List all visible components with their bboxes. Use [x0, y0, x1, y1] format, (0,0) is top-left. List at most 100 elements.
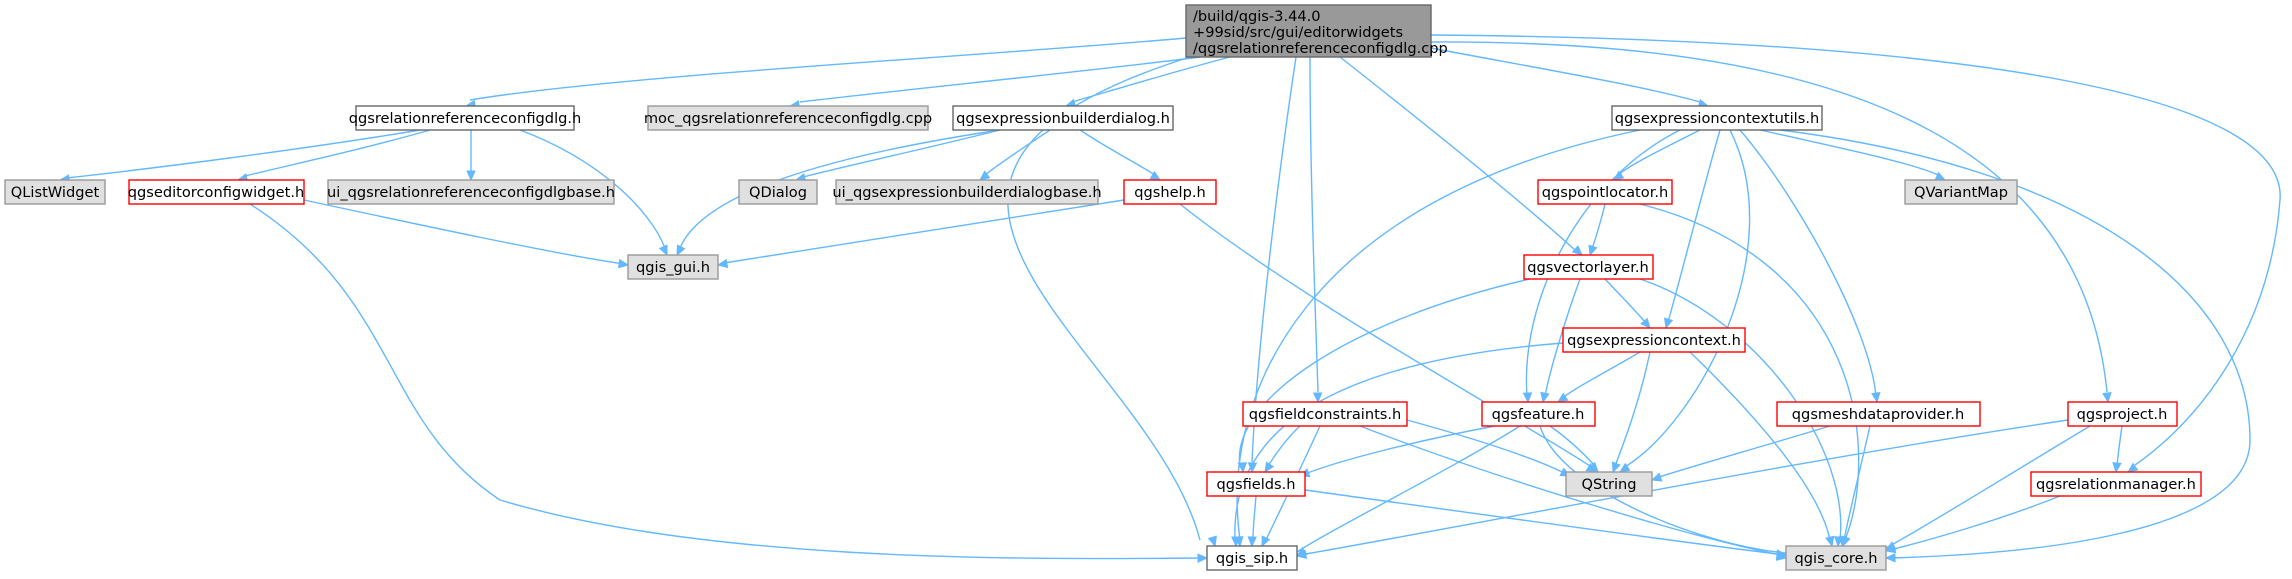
node-moc-relationreferenceconfigdlg-cpp: moc_qgsrelationreferenceconfigdlg.cpp: [644, 105, 932, 131]
svg-text:qgsfeature.h: qgsfeature.h: [1492, 406, 1585, 423]
edge-arrowhead: [2112, 462, 2122, 474]
edge-line: [799, 56, 1201, 103]
edge-exprbuilder-qdialog: [794, 129, 1001, 183]
edge-arrowhead: [1197, 553, 1209, 563]
edge-exprcontext-qstring: [1611, 351, 1651, 474]
edge-arrowhead: [658, 244, 668, 257]
edge-arrowhead: [1207, 535, 1217, 548]
node-qstring: QString: [1565, 471, 1653, 497]
edge-root-exprbuilder: [1064, 56, 1231, 108]
edge-line: [1309, 56, 1319, 393]
edge-root-fieldconstraints: [1309, 56, 1323, 404]
root-path-line-1: /build/qgis-3.44.0: [1193, 8, 1321, 25]
edge-line: [1430, 41, 2108, 393]
edge-line: [1885, 425, 2091, 549]
node-fieldconstraints-h[interactable]: qgsfieldconstraints.h: [1242, 401, 1408, 427]
edge-arrowhead: [979, 170, 991, 181]
edge-line: [244, 129, 431, 177]
edge-arrowhead: [2102, 392, 2112, 404]
edge-line: [1739, 129, 1877, 397]
node-pointlocator-h[interactable]: qgspointlocator.h: [1537, 179, 1673, 205]
edge-arrowhead: [2126, 462, 2139, 473]
edge-vectorlayer-exprcontext: [1604, 278, 1651, 329]
edge-arrowhead: [1261, 535, 1271, 548]
edge-exprbuilder-help: [1079, 129, 1162, 181]
edge-exprbuilder-uibase: [979, 129, 1051, 181]
edge-pointlocator-core: [1639, 203, 1860, 548]
edge-arrowhead: [1247, 536, 1257, 548]
edge-arrowhead: [1312, 392, 1323, 404]
edge-line: [2116, 425, 2123, 467]
node-vectorlayer-h[interactable]: qgsvectorlayer.h: [1523, 254, 1654, 280]
edge-arrowhead: [1618, 462, 1631, 473]
edge-mesh-qstring: [1650, 425, 1831, 482]
edge-arrowhead: [1640, 317, 1651, 329]
edge-line: [1624, 129, 1751, 468]
edge-line: [1071, 56, 1231, 103]
node-expressioncontext-h[interactable]: qgsexpressioncontext.h: [1562, 327, 1746, 353]
edge-line: [1304, 489, 1787, 556]
edge-feature-sip: [1295, 425, 1521, 557]
svg-text:qgshelp.h: qgshelp.h: [1134, 184, 1206, 201]
node-qgis-gui-h: qgis_gui.h: [627, 254, 719, 280]
edge-line: [1759, 129, 1941, 177]
svg-text:qgseditorconfigwidget.h: qgseditorconfigwidget.h: [128, 184, 305, 201]
edge-utils-qstring: [1618, 129, 1751, 473]
node-relationmanager-h[interactable]: qgsrelationmanager.h: [2030, 471, 2202, 497]
node-qlistwidget: QListWidget: [4, 179, 106, 205]
svg-text:moc_qgsrelationreferenceconfig: moc_qgsrelationreferenceconfigdlg.cpp: [644, 110, 932, 127]
node-root-source-file: /build/qgis-3.44.0 +99sid/src/gui/editor…: [1185, 4, 1448, 58]
node-ui-relationreferenceconfigdlgbase-h: ui_qgsrelationreferenceconfigdlgbase.h: [327, 179, 615, 205]
node-expressioncontextutils-h[interactable]: qgsexpressioncontextutils.h: [1611, 105, 1823, 131]
edge-line: [1617, 129, 1701, 176]
edge-line: [1234, 342, 1564, 541]
node-project-h[interactable]: qgsproject.h: [2067, 401, 2178, 427]
edge-line: [1179, 203, 1591, 467]
svg-text:ui_qgsexpressionbuilderdialogb: ui_qgsexpressionbuilderdialogbase.h: [832, 184, 1101, 201]
node-editorconfigwidget-h[interactable]: qgseditorconfigwidget.h: [128, 179, 305, 205]
edge-utils-meshprovider: [1739, 129, 1881, 404]
edge-project-relationmanager: [2112, 425, 2123, 474]
node-meshdataprovider-h[interactable]: qgsmeshdataprovider.h: [1776, 401, 1981, 427]
edge-exprcontext-feature: [1556, 351, 1641, 403]
svg-text:QString: QString: [1581, 476, 1636, 493]
edge-line: [802, 129, 1001, 178]
node-fields-h[interactable]: qgsfields.h: [1206, 471, 1306, 497]
edge-line: [1079, 129, 1156, 176]
svg-text:qgsexpressioncontextutils.h: qgsexpressioncontextutils.h: [1615, 110, 1819, 127]
node-feature-h[interactable]: qgsfeature.h: [1481, 401, 1596, 427]
edge-relref-gui: [519, 129, 668, 257]
edge-editorconfig-gui: [303, 199, 630, 269]
edge-line: [1655, 425, 1831, 479]
svg-text:QDialog: QDialog: [749, 184, 807, 201]
file-nodes: /build/qgis-3.44.0 +99sid/src/gui/editor…: [4, 4, 2202, 571]
svg-text:qgsfields.h: qgsfields.h: [1216, 476, 1295, 493]
edge-arrowhead: [1839, 535, 1849, 548]
svg-text:qgsrelationreferenceconfigdlg.: qgsrelationreferenceconfigdlg.h: [349, 110, 582, 127]
node-relationreferenceconfigdlg-h[interactable]: qgsrelationreferenceconfigdlg.h: [349, 105, 582, 131]
svg-text:qgsfieldconstraints.h: qgsfieldconstraints.h: [1249, 406, 1402, 423]
edge-arrowhead: [1556, 392, 1569, 403]
edge-project-sip: [1295, 419, 2069, 560]
svg-text:qgis_gui.h: qgis_gui.h: [636, 259, 710, 276]
edge-line: [1604, 278, 1646, 323]
edge-fieldconstraints-qstring: [1406, 419, 1572, 477]
edge-utils-core: [1779, 129, 2251, 563]
edge-arrowhead: [1650, 472, 1663, 482]
edge-arrowhead: [1871, 391, 1881, 404]
edge-line: [1299, 419, 2069, 556]
svg-text:qgsproject.h: qgsproject.h: [2077, 406, 2168, 423]
edge-arrowhead: [1149, 170, 1162, 181]
edge-root-vectorlayer: [1339, 56, 1583, 256]
node-help-h[interactable]: qgshelp.h: [1123, 179, 1217, 205]
edge-fieldconstraints-fields: [1264, 425, 1301, 474]
edge-line: [249, 203, 1201, 560]
edge-arrowhead: [1825, 535, 1835, 548]
node-qgis-sip-h[interactable]: qgis_sip.h: [1206, 545, 1298, 571]
node-expressionbuilderdialog-h[interactable]: qgsexpressionbuilderdialog.h: [952, 105, 1174, 131]
edge-help-gui: [716, 199, 1125, 269]
edge-arrowhead: [1884, 544, 1897, 554]
svg-text:QVariantMap: QVariantMap: [1914, 184, 2008, 201]
edge-editorconfig-sip: [249, 203, 1209, 563]
edge-arrowhead: [1663, 317, 1674, 330]
